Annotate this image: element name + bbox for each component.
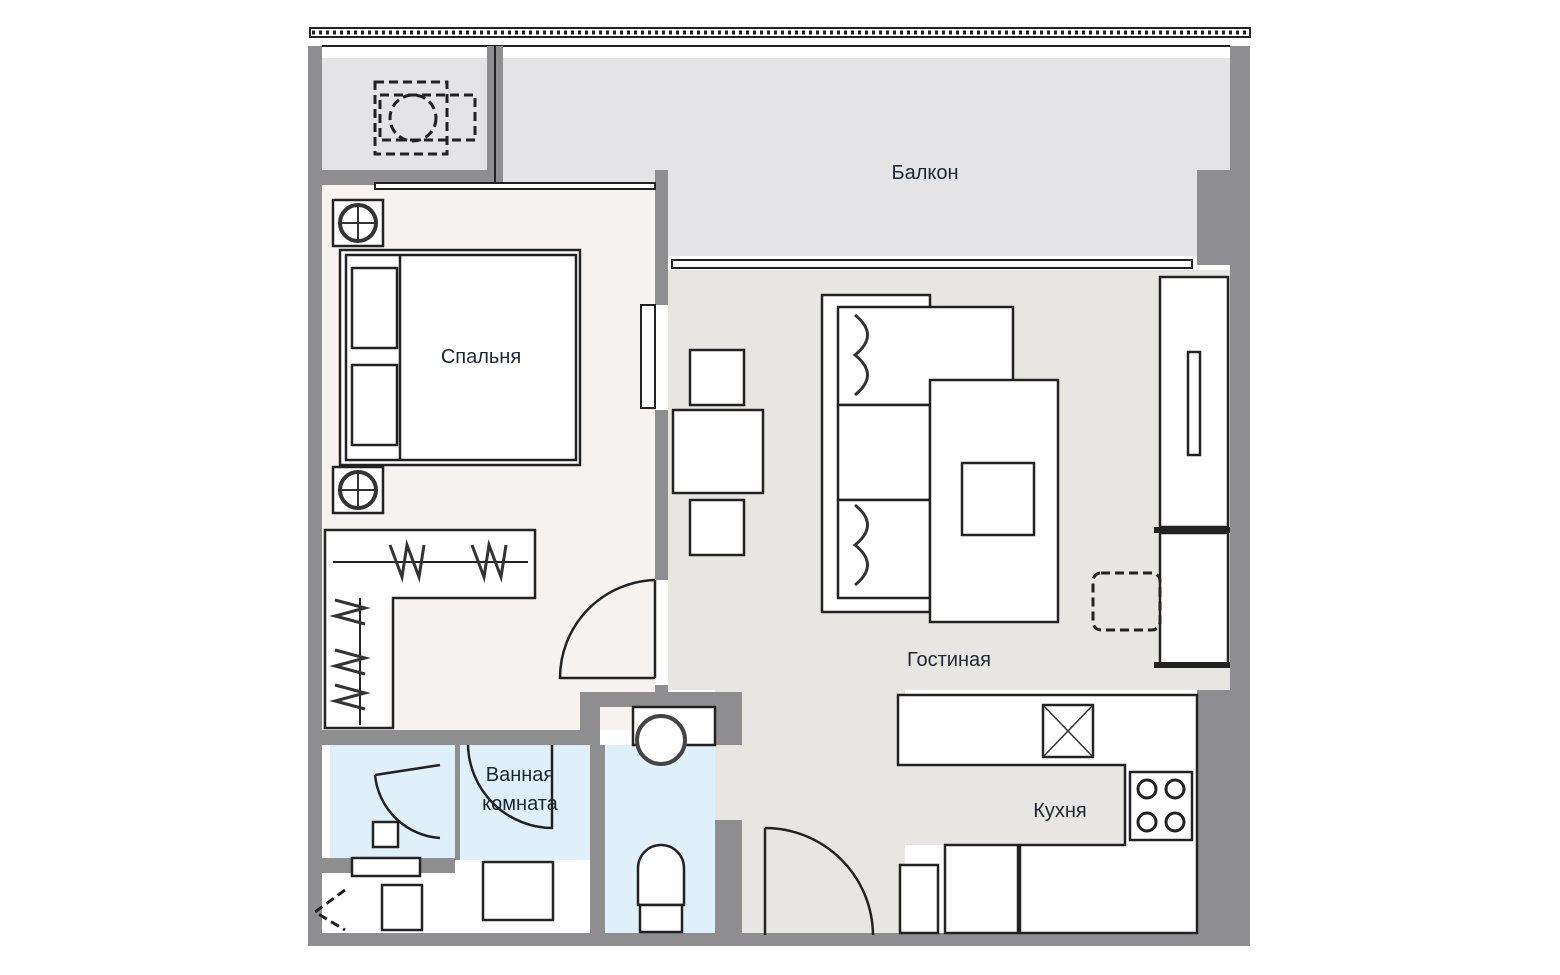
tv-cabinet-icon	[1091, 275, 1230, 668]
room-label-living: Гостиная	[907, 649, 991, 671]
bathroom-floor-2	[455, 745, 600, 860]
bed-icon	[338, 248, 582, 467]
room-label-kitchen: Кухня	[1033, 800, 1087, 822]
room-label-bathroom-line2: комната	[482, 793, 559, 815]
sofa-icon	[820, 293, 1060, 624]
room-label-bathroom-line1: Ванная	[486, 764, 555, 786]
room-label-balcony: Балкон	[891, 162, 958, 184]
balcony-table-icon	[373, 80, 477, 156]
room-label-bedroom: Спальня	[441, 346, 521, 368]
kitchen-floor	[900, 765, 1125, 845]
entrance-door-icon	[763, 826, 875, 936]
bathroom-fixtures-icon	[312, 705, 717, 934]
balcony-floor-left	[322, 58, 487, 170]
dining-table-icon	[671, 348, 765, 557]
nightstand-lamp-icon	[331, 198, 385, 515]
balcony-railing	[309, 27, 1251, 47]
hall-floor	[715, 690, 905, 933]
kitchen-counter-icon	[896, 693, 1199, 935]
wardrobe-icon	[323, 528, 537, 730]
bedroom-door-icon	[558, 578, 657, 680]
windows	[374, 182, 1193, 409]
